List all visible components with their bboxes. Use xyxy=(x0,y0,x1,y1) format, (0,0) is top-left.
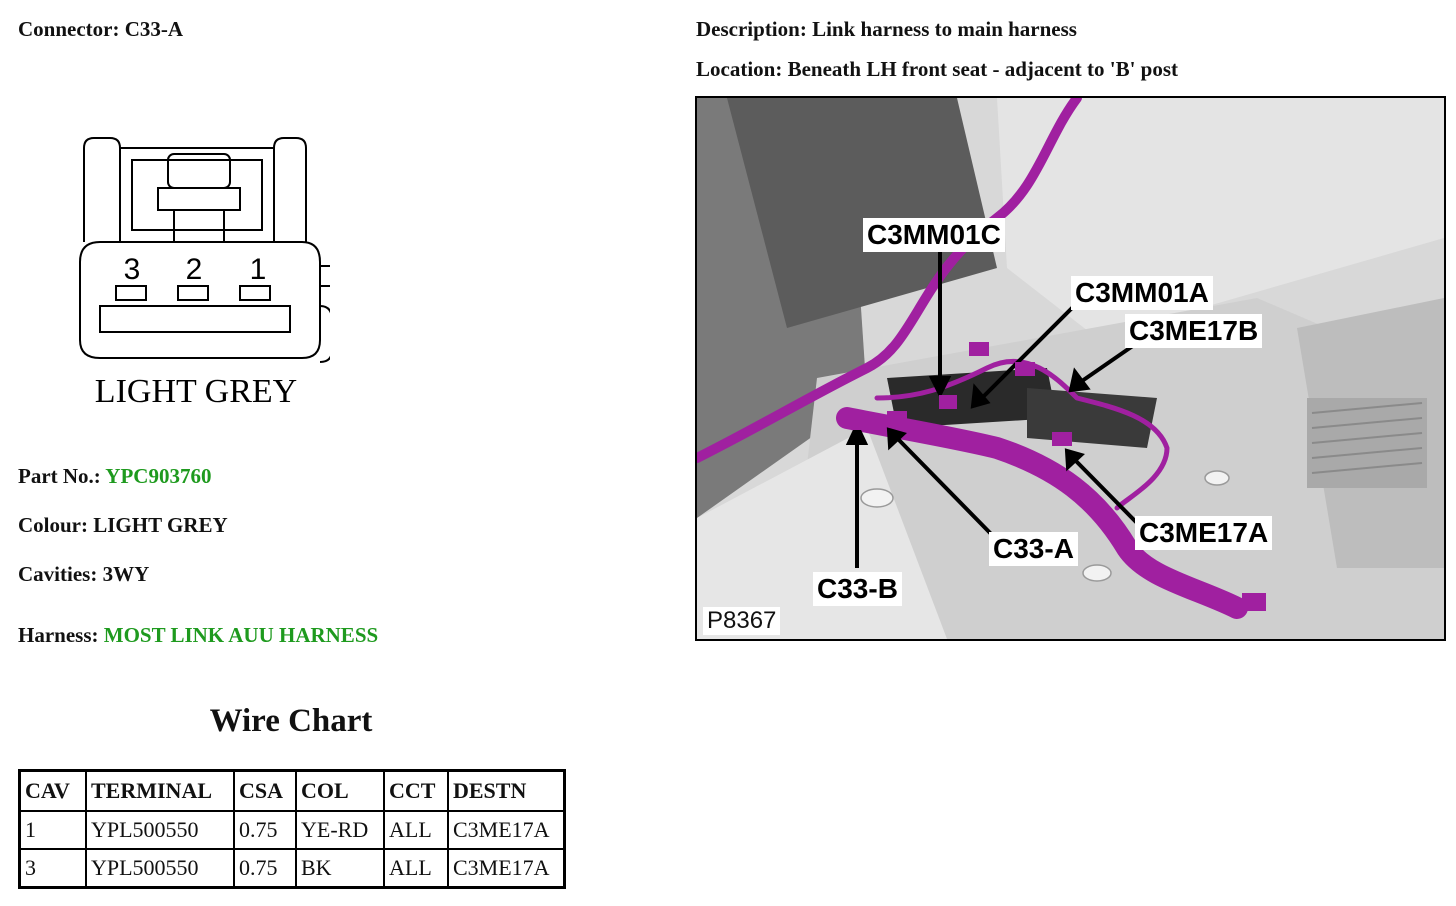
harness-route xyxy=(697,98,1248,619)
col-header-csa: CSA xyxy=(233,769,297,812)
cell-col: YE-RD xyxy=(295,810,385,850)
pin-label-3: 3 xyxy=(124,253,141,286)
callout-leaders xyxy=(845,248,1139,568)
cavities-label: Cavities: xyxy=(18,562,98,586)
cell-destn: C3ME17A xyxy=(447,810,566,850)
figure-id: P8367 xyxy=(703,607,781,635)
diagram-colour-label: LIGHT GREY xyxy=(95,373,297,410)
cell-cav: 1 xyxy=(18,810,87,850)
description-label: Description: xyxy=(696,17,807,41)
col-header-cav: CAV xyxy=(18,769,87,812)
side-rib xyxy=(319,305,330,363)
cavities-field: Cavities: 3WY xyxy=(18,562,149,587)
part-no-label: Part No.: xyxy=(18,464,101,488)
wire-chart-table: CAV TERMINAL CSA COL CCT DESTN 1 YPL5005… xyxy=(18,769,566,889)
callout-c33-b: C33-B xyxy=(813,572,902,606)
pin-label-1: 1 xyxy=(250,253,267,286)
seal-strip xyxy=(99,305,291,333)
connector-value: C33-A xyxy=(124,17,184,41)
col-header-cct: CCT xyxy=(383,769,449,812)
connector-field: Connector: C33-A xyxy=(18,17,183,42)
callout-c33-a: C33-A xyxy=(989,532,1078,566)
description-field: Description: Link harness to main harnes… xyxy=(696,17,1077,42)
cell-cct: ALL xyxy=(383,848,449,889)
housing-inner xyxy=(131,159,263,231)
latch-right xyxy=(273,137,307,242)
cell-col: BK xyxy=(295,848,385,889)
callout-c3mm01c: C3MM01C xyxy=(863,218,1005,252)
cell-cav: 3 xyxy=(18,848,87,889)
cell-csa: 0.75 xyxy=(233,810,297,850)
side-key xyxy=(319,265,330,287)
harness-label: Harness: xyxy=(18,623,99,647)
part-no-value[interactable]: YPC903760 xyxy=(105,464,212,488)
col-header-col: COL xyxy=(295,769,385,812)
location-photo: C3MM01C C3MM01A C3ME17B C33-A C3ME17A C3… xyxy=(695,96,1446,641)
wire-chart-title: Wire Chart xyxy=(209,703,373,739)
harness-field: Harness: MOST LINK AUU HARNESS xyxy=(18,623,378,648)
col-header-destn: DESTN xyxy=(447,769,566,812)
location-label: Location: xyxy=(696,57,783,81)
table-row: 1 YPL500550 0.75 YE-RD ALL C3ME17A xyxy=(18,810,566,850)
cell-cct: ALL xyxy=(383,810,449,850)
connector-label: Connector: xyxy=(18,17,120,41)
vehicle-floor-illustration xyxy=(697,98,1444,639)
cavity-slot-2 xyxy=(177,285,209,301)
colour-field: Colour: LIGHT GREY xyxy=(18,513,228,538)
pin-label-2: 2 xyxy=(186,253,203,286)
connector-body xyxy=(79,241,321,359)
cell-terminal: YPL500550 xyxy=(85,848,235,889)
description-value: Link harness to main harness xyxy=(812,17,1077,41)
housing-top xyxy=(119,147,275,243)
location-value: Beneath LH front seat - adjacent to 'B' … xyxy=(787,57,1179,81)
latch-left xyxy=(83,137,121,242)
cavity-slot-3 xyxy=(115,285,147,301)
callout-c3me17a: C3ME17A xyxy=(1135,516,1273,550)
connector-markers xyxy=(852,342,1266,611)
lock-stem xyxy=(173,209,225,243)
cavities-value: 3WY xyxy=(102,562,150,586)
cell-terminal: YPL500550 xyxy=(85,810,235,850)
wire-chart-header-row: CAV TERMINAL CSA COL CCT DESTN xyxy=(18,769,566,812)
harness-value[interactable]: MOST LINK AUU HARNESS xyxy=(103,623,379,647)
colour-value: LIGHT GREY xyxy=(93,513,228,537)
cell-destn: C3ME17A xyxy=(447,848,566,889)
callout-c3me17b: C3ME17B xyxy=(1125,314,1263,348)
cell-csa: 0.75 xyxy=(233,848,297,889)
colour-label: Colour: xyxy=(18,513,88,537)
cavity-slot-1 xyxy=(239,285,271,301)
location-field: Location: Beneath LH front seat - adjace… xyxy=(696,57,1178,82)
part-no-field: Part No.: YPC903760 xyxy=(18,464,211,489)
col-header-terminal: TERMINAL xyxy=(85,769,235,812)
connector-face-diagram: 3 2 1 LIGHT GREY xyxy=(79,137,330,410)
lock-bar xyxy=(157,187,241,211)
callout-c3mm01a: C3MM01A xyxy=(1071,276,1213,310)
table-row: 3 YPL500550 0.75 BK ALL C3ME17A xyxy=(18,848,566,889)
